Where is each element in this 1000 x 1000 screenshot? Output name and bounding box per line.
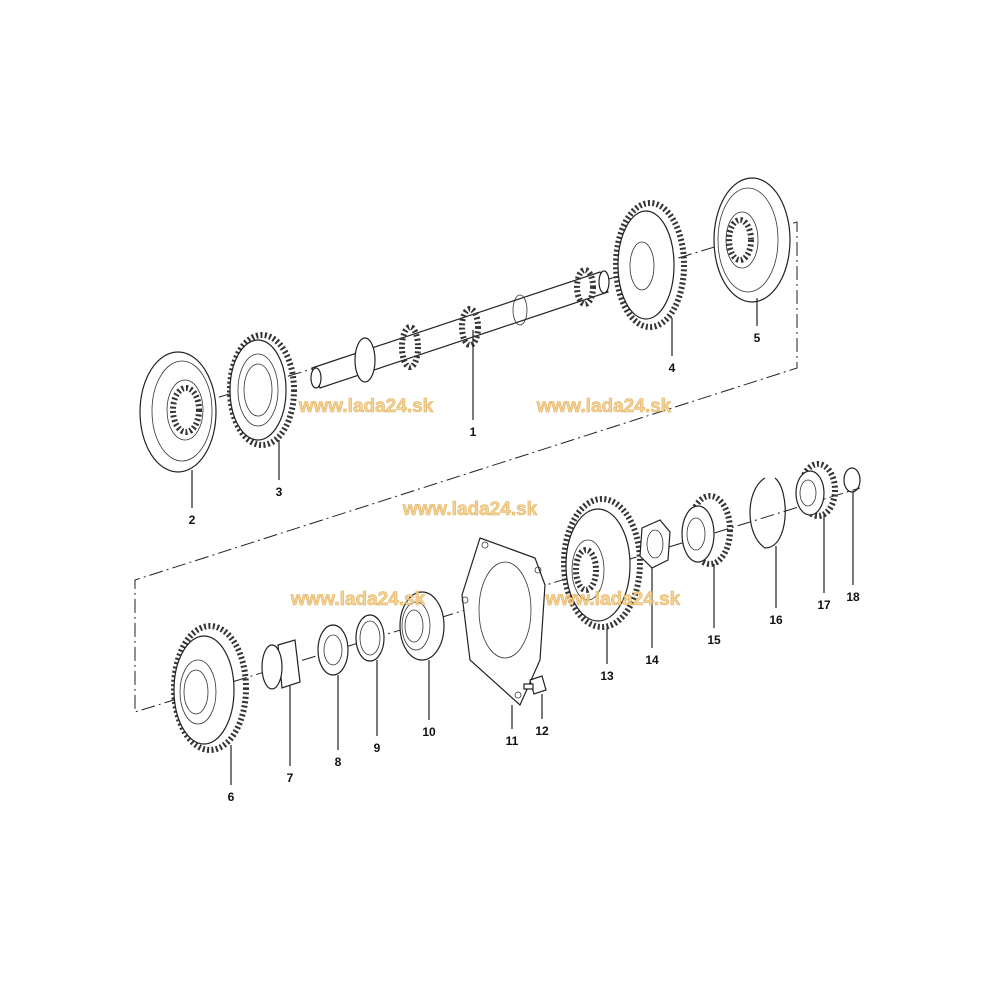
part-label-18: 18 <box>846 590 860 604</box>
part-8-washer <box>317 624 349 676</box>
part-label-7: 7 <box>287 771 294 785</box>
part-3-gear <box>227 332 297 448</box>
part-label-13: 13 <box>600 669 614 683</box>
part-label-12: 12 <box>535 724 549 738</box>
watermark-text: www.lada24.sk <box>298 396 434 417</box>
part-16-snap-ring <box>749 477 786 549</box>
part-2-synchronizer-ring <box>139 351 217 473</box>
part-10-bearing <box>399 591 445 661</box>
part-13-gear <box>561 496 643 630</box>
part-label-8: 8 <box>335 755 342 769</box>
part-label-6: 6 <box>228 790 235 804</box>
part-6-gear <box>171 623 249 753</box>
part-label-1: 1 <box>470 425 477 439</box>
part-14-nut <box>639 519 671 569</box>
part-label-15: 15 <box>707 633 721 647</box>
part-15-gear <box>681 493 733 567</box>
part-labels: 1 2 3 4 5 6 7 8 9 10 11 12 13 14 15 16 1… <box>189 331 860 804</box>
part-12-bolt <box>523 675 547 695</box>
part-label-4: 4 <box>669 361 676 375</box>
part-1-main-shaft <box>310 267 610 389</box>
part-label-10: 10 <box>422 725 436 739</box>
part-4-gear <box>613 200 687 330</box>
assembly-axis-lines <box>134 221 861 713</box>
part-5-synchronizer-hub <box>713 177 791 303</box>
part-17-bearing <box>795 461 838 519</box>
part-11-plate <box>461 537 546 706</box>
part-7-sleeve <box>261 639 301 690</box>
part-label-2: 2 <box>189 513 196 527</box>
part-18-circlip <box>843 467 861 493</box>
part-9-washer <box>355 614 385 662</box>
part-label-16: 16 <box>769 613 783 627</box>
watermark-text: www.lada24.sk <box>536 396 672 417</box>
part-label-11: 11 <box>506 734 519 748</box>
part-label-3: 3 <box>276 485 283 499</box>
part-label-17: 17 <box>817 598 831 612</box>
leader-lines <box>191 298 854 785</box>
part-label-5: 5 <box>754 331 761 345</box>
watermarks: www.lada24.sk www.lada24.sk www.lada24.s… <box>289 396 681 611</box>
part-label-14: 14 <box>645 653 659 667</box>
watermark-text: www.lada24.sk <box>545 589 681 610</box>
watermark-text: www.lada24.sk <box>290 589 426 610</box>
part-label-9: 9 <box>374 741 381 755</box>
watermark-text: www.lada24.sk <box>402 499 538 520</box>
